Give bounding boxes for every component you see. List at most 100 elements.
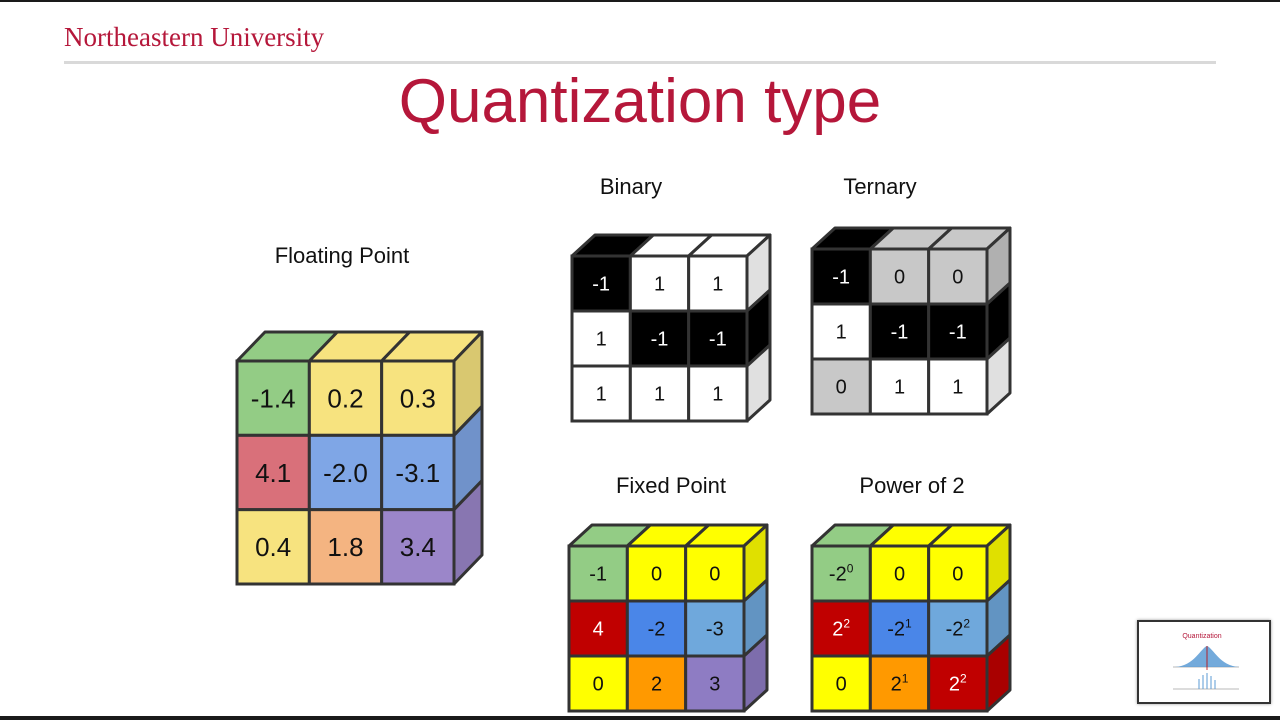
cube-cell: -1	[868, 302, 931, 361]
cell-value: -1	[709, 329, 727, 351]
cube-cell: 4	[567, 599, 629, 658]
cube-ternary: -1 0 0 1 -1 -1 0 1 1	[810, 226, 1012, 416]
thumbnail-title: Quantization	[1182, 633, 1221, 640]
cube-cell: -1	[628, 309, 691, 368]
cell-value: 22	[832, 616, 850, 640]
cell-value: -3.1	[395, 458, 440, 488]
cell-value: 0.3	[400, 384, 436, 414]
cell-value: 0	[952, 564, 963, 586]
cube-cell: 1	[687, 254, 749, 313]
cube-cell: 3	[684, 654, 746, 713]
cube-binary: -1 1 1 1 -1 -1 1 1 1	[570, 233, 772, 423]
cube-cell: 22	[810, 599, 872, 658]
cell-value: 3	[709, 674, 720, 696]
cube-cell: 1	[868, 357, 931, 416]
cell-value: 1	[894, 377, 905, 399]
label-power-of-2: Power of 2	[859, 473, 965, 498]
cube-cell: 1	[810, 302, 872, 361]
cube-cell: -1.4	[235, 359, 311, 437]
label-binary: Binary	[599, 174, 663, 199]
cell-value: -1	[832, 267, 850, 289]
cell-value: 22	[949, 671, 967, 695]
cell-value: 0	[894, 267, 905, 289]
cube-cell: 0.4	[235, 508, 311, 586]
cell-value: 1	[712, 384, 723, 406]
bottom-border	[0, 716, 1280, 720]
cell-value: 0	[836, 377, 847, 399]
cell-value: -2	[648, 619, 666, 641]
cell-value: 3.4	[400, 532, 436, 562]
cube-cell: 1	[570, 364, 632, 423]
cell-value: 0	[894, 564, 905, 586]
cube-fixed-point: -1 0 0 4 -2 -3 0 2 3	[567, 523, 769, 713]
slide-title: Quantization type	[398, 67, 882, 136]
cube-cell: -1	[927, 302, 989, 361]
cell-value: -1	[651, 329, 669, 351]
cube-cell: -20	[810, 544, 872, 603]
label-floating-point: Floating Point	[274, 243, 410, 268]
thumbnail-preview: Quantization	[1139, 622, 1265, 698]
cube-cell: 22	[927, 654, 989, 713]
cell-value: -2.0	[323, 458, 368, 488]
cube-cell: -1	[567, 544, 629, 603]
cube-cell: -2	[625, 599, 688, 658]
cube-cell: 21	[868, 654, 931, 713]
cell-value: 1	[596, 329, 607, 351]
cell-value: -1	[891, 322, 909, 344]
label-ternary: Ternary	[843, 174, 917, 199]
cube-cell: -21	[868, 599, 931, 658]
cube-cell: 3.4	[380, 508, 456, 586]
cell-value: 0.2	[327, 384, 363, 414]
cell-value: -1	[949, 322, 967, 344]
cube-cell: -1	[810, 247, 872, 306]
cube-cell: 0	[868, 247, 931, 306]
cell-value: 0	[952, 267, 963, 289]
cell-value: 0	[593, 674, 604, 696]
cube-cell: -3	[684, 599, 746, 658]
cube-cell: 0.3	[380, 359, 456, 437]
cell-value: 4.1	[255, 458, 291, 488]
cell-value: -3	[706, 619, 724, 641]
university-logo: Northeastern University	[64, 22, 325, 52]
cube-cell: 4.1	[235, 433, 311, 512]
cube-cell: -1	[687, 309, 749, 368]
cell-value: -1.4	[251, 384, 296, 414]
cell-value: -1	[589, 564, 607, 586]
cell-value: 1	[654, 274, 665, 296]
cube-cell: 1	[927, 357, 989, 416]
cube-cell: 2	[625, 654, 688, 713]
cube-cell: 1.8	[307, 508, 384, 586]
cell-value: 1	[596, 384, 607, 406]
cell-value: 0	[651, 564, 662, 586]
cube-cell: -3.1	[380, 433, 456, 512]
cube-cell: -22	[927, 599, 989, 658]
cube-cell: 1	[570, 309, 632, 368]
video-thumbnail[interactable]: Quantization	[1137, 620, 1271, 704]
cube-cell: 0	[868, 544, 931, 603]
cell-value: 0	[709, 564, 720, 586]
cube-cell: 0	[567, 654, 629, 713]
cell-value: 1	[712, 274, 723, 296]
cell-value: 1.8	[327, 532, 363, 562]
cube-cell: 0	[927, 544, 989, 603]
cell-value: 1	[654, 384, 665, 406]
cell-value: 4	[593, 619, 604, 641]
cube-cell: -1	[570, 254, 632, 313]
cell-value: 0	[836, 674, 847, 696]
cube-cell: 0.2	[307, 359, 384, 437]
cell-value: 1	[836, 322, 847, 344]
cell-value: 0.4	[255, 532, 291, 562]
label-fixed-point: Fixed Point	[615, 473, 727, 498]
cube-cell: 1	[628, 254, 691, 313]
cell-value: -20	[829, 561, 854, 585]
cell-value: 1	[952, 377, 963, 399]
cell-value: -21	[887, 616, 912, 640]
cell-value: -1	[592, 274, 610, 296]
cube-cell: 0	[625, 544, 688, 603]
cube-floating-point: -1.4 0.2 0.3 4.1 -2.0 -3.1 0.4 1.8 3.4	[235, 330, 484, 586]
cube-power-of-2: -20 0 0 22 -21 -22 0 21 22	[810, 523, 1012, 713]
cube-cell: -2.0	[307, 433, 384, 512]
cube-cell: 0	[684, 544, 746, 603]
cell-value: 2	[651, 674, 662, 696]
cube-cell: 0	[927, 247, 989, 306]
